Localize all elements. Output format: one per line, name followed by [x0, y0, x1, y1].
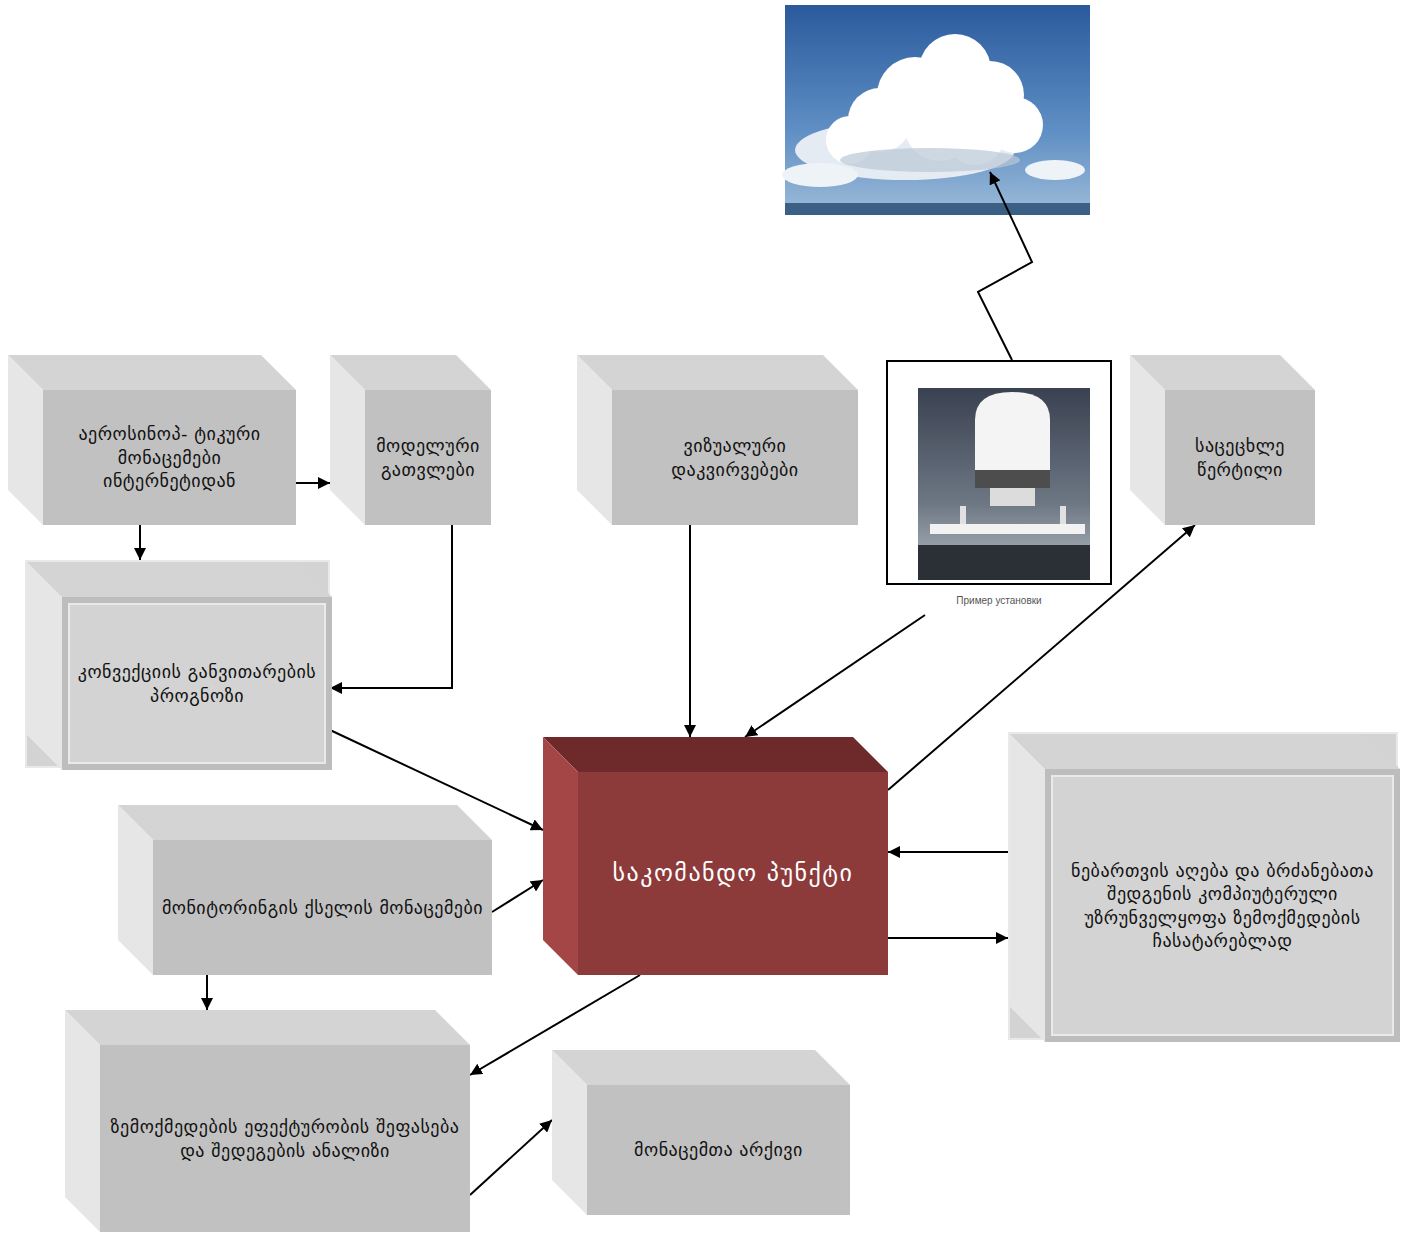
box-face: საკომანდო პუნქტი — [578, 772, 888, 975]
box-side — [118, 805, 153, 975]
process-box: მონიტორინგის ქსელის მონაცემები — [118, 805, 492, 975]
flow-arrow — [206, 975, 208, 1010]
flow-arrow — [745, 615, 925, 737]
box-label: მონაცემთა არქივი — [634, 1138, 803, 1161]
box-top — [577, 355, 858, 390]
radar-photo-frame: Пример установки — [886, 360, 1112, 615]
flow-arrow — [296, 482, 330, 484]
photo-floor — [918, 545, 1090, 580]
frame-border — [886, 360, 1112, 585]
inner-panel — [68, 603, 326, 764]
radar-dome — [975, 392, 1050, 470]
cloud-photo — [782, 5, 1090, 215]
box-label: საკომანდო პუნქტი — [613, 858, 854, 889]
box-front — [100, 1045, 470, 1232]
process-box: ზემოქმედების ეფექტურობის შეფასება და შედ… — [65, 1010, 470, 1232]
process-box: ვიზუალური დაკვირვებები — [577, 355, 858, 525]
box-top — [118, 805, 492, 840]
box-front — [153, 840, 492, 975]
box-top — [543, 737, 888, 772]
radar-deck — [930, 524, 1085, 534]
box-face: ნებართვის აღება და ბრძანებათა შედგენის კ… — [1045, 769, 1400, 1042]
process-box: მოდელური გათვლები — [330, 355, 491, 525]
radar-band — [975, 470, 1050, 488]
radar-photo — [918, 388, 1090, 580]
radar-leg — [1060, 506, 1066, 526]
flow-arrow — [330, 525, 452, 688]
cloud — [782, 34, 1085, 187]
flow-arrow — [470, 1120, 552, 1195]
command-box: საკომანდო პუნქტი — [543, 737, 888, 975]
box-face: საცეცხლე წერტილი — [1165, 390, 1315, 525]
box-label: საცეცხლე წერტილი — [1173, 434, 1307, 481]
box-label: მოდელური გათვლები — [373, 434, 483, 481]
box-face: Пример установки — [886, 585, 1112, 615]
box-front — [578, 772, 888, 975]
box-label: კონვექციის განვითარების პროგნოზი — [70, 660, 324, 707]
box-top — [1010, 734, 1400, 769]
box-front — [1045, 769, 1400, 1042]
box-side — [330, 355, 365, 525]
box-3d-shape — [543, 737, 888, 975]
process-box: მონაცემთა არქივი — [552, 1050, 850, 1215]
flow-arrow — [492, 880, 543, 912]
box-face: ზემოქმედების ეფექტურობის შეფასება და შედ… — [100, 1045, 470, 1232]
box-label: მონიტორინგის ქსელის მონაცემები — [162, 896, 483, 919]
box-face: ვიზუალური დაკვირვებები — [612, 390, 858, 525]
photo-ground — [918, 388, 1090, 580]
box-face: კონვექციის განვითარების პროგნოზი — [62, 597, 332, 770]
flow-arrow — [888, 937, 1008, 939]
radar-leg — [960, 506, 966, 526]
box-front — [62, 597, 332, 770]
box-3d-shape — [552, 1050, 850, 1215]
radar-base — [990, 488, 1035, 506]
box-face: აეროსინოპ- ტიკური მონაცემები ინტერნეტიდა… — [43, 390, 296, 525]
panel-box: კონვექციის განვითარების პროგნოზი — [25, 560, 330, 768]
box-front — [1165, 390, 1315, 525]
box-front — [587, 1085, 850, 1215]
box-face: მონიტორინგის ქსელის მონაცემები — [153, 840, 492, 975]
box-label: ნებართვის აღება და ბრძანებათა შედგენის კ… — [1053, 859, 1392, 953]
box-label: ვიზუალური დაკვირვებები — [620, 434, 850, 481]
box-front — [43, 390, 296, 525]
box-side — [577, 355, 612, 525]
radio-link-zigzag — [978, 172, 1032, 360]
box-side — [543, 737, 578, 975]
inner-panel — [1051, 775, 1394, 1036]
box-face: მოდელური გათვლები — [365, 390, 491, 525]
box-label: აეროსინოპ- ტიკური მონაცემები ინტერნეტიდა… — [51, 422, 288, 492]
sea — [785, 203, 1090, 215]
box-side — [552, 1050, 587, 1215]
process-box: აეროსინოპ- ტიკური მონაცემები ინტერნეტიდა… — [8, 355, 296, 525]
box-front — [365, 390, 491, 525]
box-3d-shape — [118, 805, 492, 975]
box-top — [27, 562, 332, 597]
flow-arrow — [888, 851, 1008, 853]
box-top — [8, 355, 296, 390]
box-label: Пример установки — [956, 594, 1041, 607]
box-side — [65, 1010, 100, 1232]
box-top — [65, 1010, 470, 1045]
box-face: მონაცემთა არქივი — [587, 1085, 850, 1215]
box-top — [552, 1050, 850, 1085]
box-side — [1010, 734, 1045, 1042]
box-label: ზემოქმედების ეფექტურობის შეფასება და შედ… — [108, 1115, 462, 1162]
box-front — [612, 390, 858, 525]
box-side — [1130, 355, 1165, 525]
panel-box: ნებართვის აღება და ბრძანებათა შედგენის კ… — [1008, 732, 1398, 1040]
cloud-base — [840, 148, 1020, 172]
box-side — [8, 355, 43, 525]
box-side — [27, 562, 62, 770]
flow-arrow — [689, 525, 691, 737]
process-box: საცეცხლე წერტილი — [1130, 355, 1315, 525]
flow-arrow — [139, 525, 141, 560]
